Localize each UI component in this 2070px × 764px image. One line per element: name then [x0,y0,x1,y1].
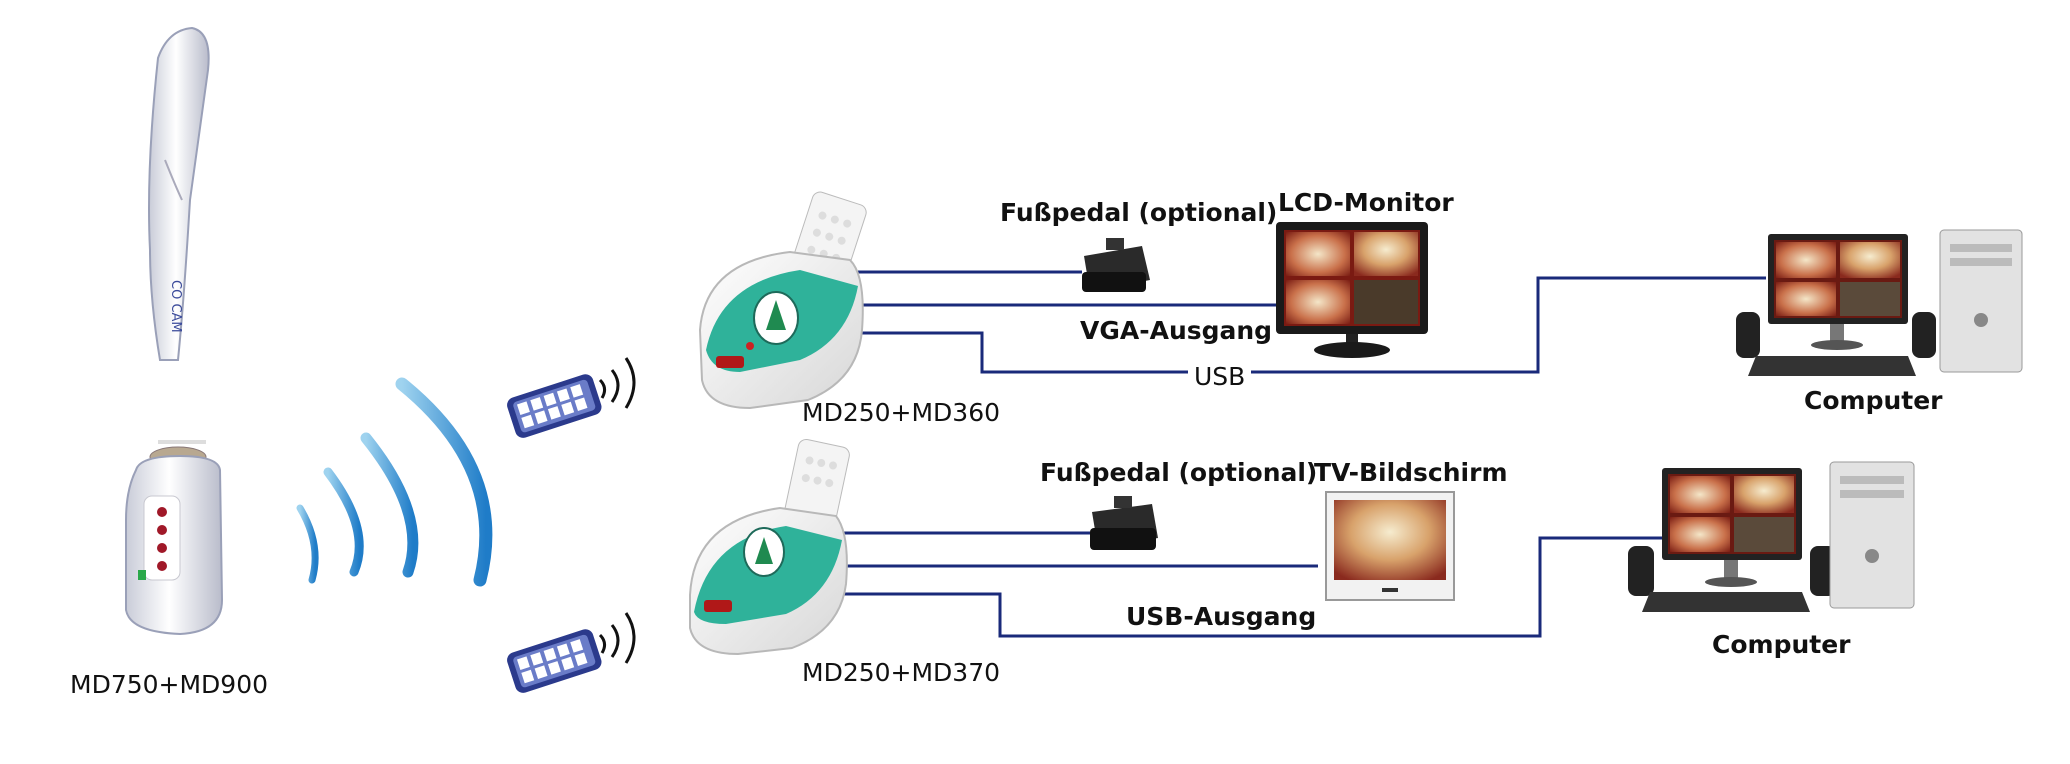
foot-pedal-top [1082,238,1150,292]
cables [828,270,1766,638]
computer-top [1736,229,2023,376]
foot-pedal-bottom [1090,496,1158,550]
wireless-signal-icon [296,377,493,587]
vga-output-label: VGA-Ausgang [1080,316,1273,345]
cable-usb-top [858,276,1766,374]
cable-usb-bottom [828,536,1662,638]
tv-screen [1325,491,1455,601]
top-computer-label: Computer [1804,386,1943,415]
camera-brand-text: CO CAM [168,280,183,333]
computer-bottom [1628,461,1915,612]
top-pedal-label: Fußpedal (optional) [1000,198,1278,227]
remote-control-top [507,357,636,438]
receiver-unit-bottom [689,438,850,656]
intraoral-camera: CO CAM [125,26,224,636]
tv-screen-label: TV-Bildschirm [1314,458,1508,487]
usb-label: USB [1188,364,1252,389]
camera-model-label: MD750+MD900 [70,670,269,699]
bottom-pedal-label: Fußpedal (optional) [1040,458,1318,487]
bottom-computer-label: Computer [1712,630,1851,659]
remote-control-bottom [507,612,636,693]
lcd-monitor-label: LCD-Monitor [1278,188,1454,217]
usb-output-label: USB-Ausgang [1126,602,1317,631]
top-unit-model-label: MD250+MD360 [802,398,1001,427]
lcd-monitor [1276,222,1428,358]
receiver-unit-top [698,191,867,410]
bottom-unit-model-label: MD250+MD370 [802,658,1001,687]
